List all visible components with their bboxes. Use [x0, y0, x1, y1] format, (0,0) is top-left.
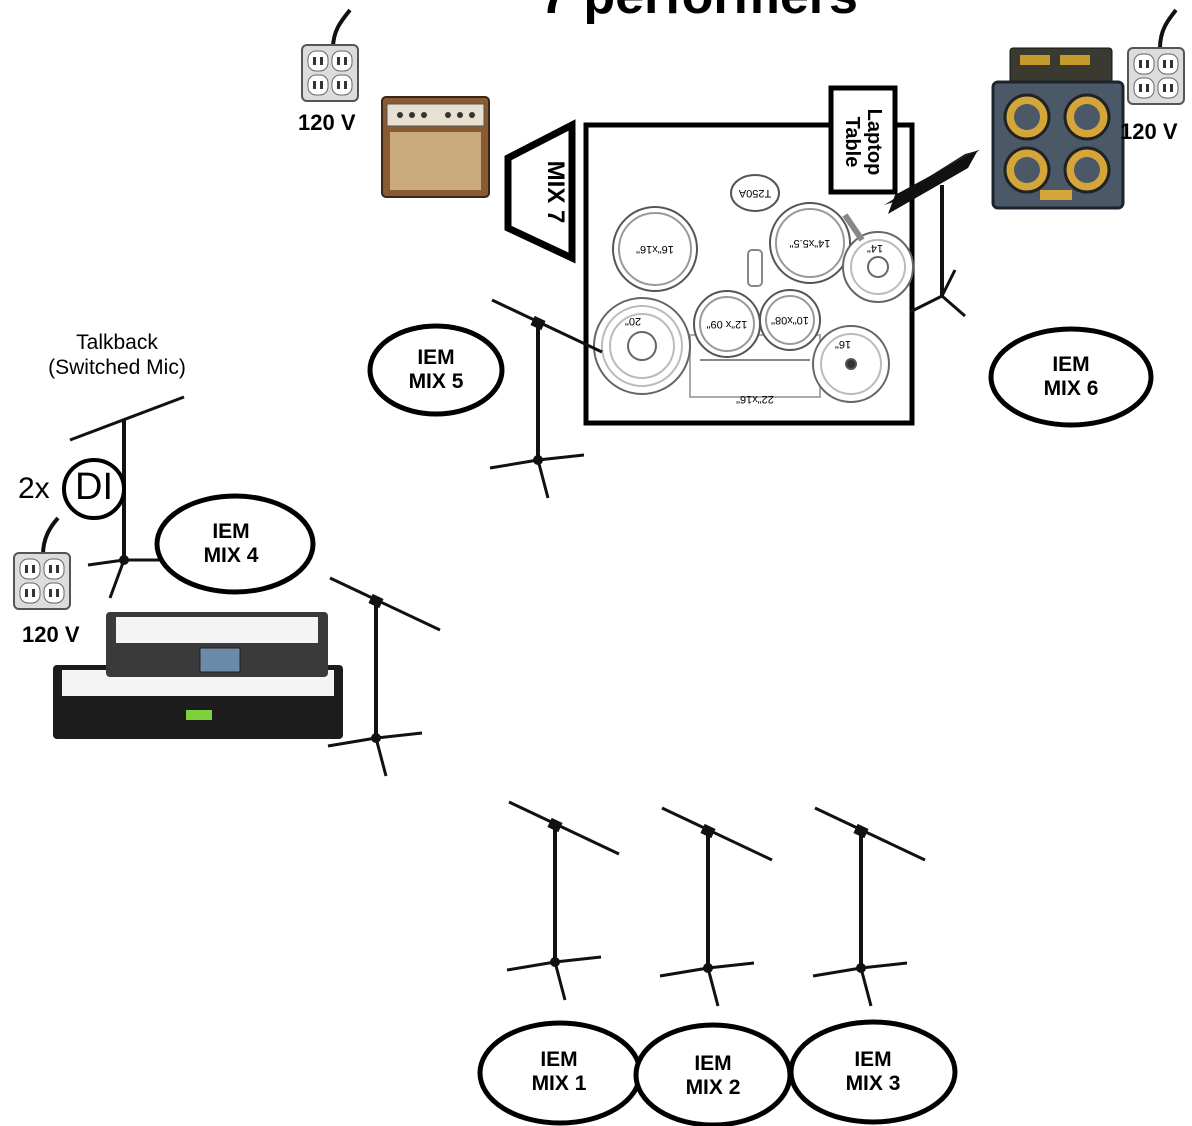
talkback-line-1: Talkback	[76, 331, 158, 354]
talkback-mic-stand-icon	[69, 395, 185, 599]
iem-mix-1-label: IEM MIX 1	[499, 1048, 619, 1096]
snare-size: 14"x5.5"	[789, 237, 831, 249]
ride-cymbal	[593, 297, 691, 395]
voltage-label: 120 V	[22, 622, 80, 647]
laptop-table-label: Laptop Table	[841, 89, 885, 195]
mic-stand-icon	[326, 576, 442, 778]
voltage-label: 120 V	[1120, 119, 1178, 144]
music-stand-icon	[884, 150, 980, 318]
iem-line-1: IEM	[854, 1048, 892, 1071]
power-outlet-icon	[301, 8, 359, 102]
iem-mix-6-shape	[988, 326, 1154, 428]
crash-cymbal	[812, 325, 890, 403]
mic-stand-icon	[811, 806, 927, 1008]
iem-line-2: MIX 1	[531, 1072, 587, 1095]
di-box-icon	[62, 458, 126, 520]
iem-line-2: MIX 5	[408, 370, 464, 393]
iem-line-1: IEM	[694, 1052, 732, 1075]
kick-size: 22"x16"	[736, 393, 774, 405]
hihat-cymbal	[842, 231, 914, 303]
tom-1-size: 12"x 09"	[706, 318, 748, 330]
page-title: 7 performers	[540, 0, 858, 26]
voltage-label: 120 V	[298, 110, 356, 135]
laptop-table	[828, 85, 898, 195]
drum-kit-icon	[593, 174, 914, 403]
iem-line-1: IEM	[417, 346, 455, 369]
laptop-table-line-1: Laptop	[863, 108, 885, 176]
laptop-table-line-2: Table	[841, 116, 863, 168]
floor-tom	[612, 206, 698, 292]
guitar-amp-icon	[381, 96, 490, 198]
iem-mix-5-shape	[367, 323, 505, 417]
snare-drum	[769, 202, 851, 284]
iem-line-1: IEM	[1052, 353, 1090, 376]
talkback-line-2: (Switched Mic)	[48, 356, 186, 379]
di-label: DI	[75, 466, 113, 508]
iem-line-2: MIX 2	[685, 1076, 741, 1099]
di-count: 2x	[18, 472, 50, 505]
iem-mix-2-label: IEM MIX 2	[653, 1052, 773, 1100]
iem-mix-3-label: IEM MIX 3	[813, 1048, 933, 1096]
wedge-mix-label: MIX 7	[542, 160, 569, 224]
iem-mix-6-label: IEM MIX 6	[1011, 353, 1131, 401]
iem-mix-4-shape	[154, 493, 316, 595]
iem-line-1: IEM	[212, 520, 250, 543]
crash-size: 16"	[834, 338, 852, 350]
tom-2	[759, 289, 821, 351]
iem-line-1: IEM	[540, 1048, 578, 1071]
pedal-label: T250A	[738, 187, 772, 199]
bass-cabinet-icon	[991, 47, 1125, 210]
hihat-size: 14"	[866, 242, 884, 254]
iem-mix-3-shape	[788, 1019, 958, 1125]
iem-line-2: MIX 4	[203, 544, 259, 567]
iem-line-2: MIX 6	[1043, 377, 1099, 400]
talkback-label: Talkback (Switched Mic)	[17, 330, 217, 380]
iem-mix-4-label: IEM MIX 4	[171, 520, 291, 568]
mic-stand-icon	[658, 806, 774, 1008]
ride-size: 20"	[624, 315, 642, 327]
power-outlet-icon	[1127, 8, 1185, 105]
mic-stand-icon	[505, 800, 621, 1002]
iem-line-2: MIX 3	[845, 1072, 901, 1095]
kick-pedal	[730, 174, 780, 212]
keyboard-icon	[53, 612, 343, 739]
tom-2-size: 10"x08"	[771, 314, 809, 326]
iem-mix-5-label: IEM MIX 5	[376, 346, 496, 394]
floor-tom-size: 16"x16"	[636, 243, 674, 255]
power-outlet-icon	[13, 516, 71, 610]
wedge-monitor	[504, 119, 576, 264]
